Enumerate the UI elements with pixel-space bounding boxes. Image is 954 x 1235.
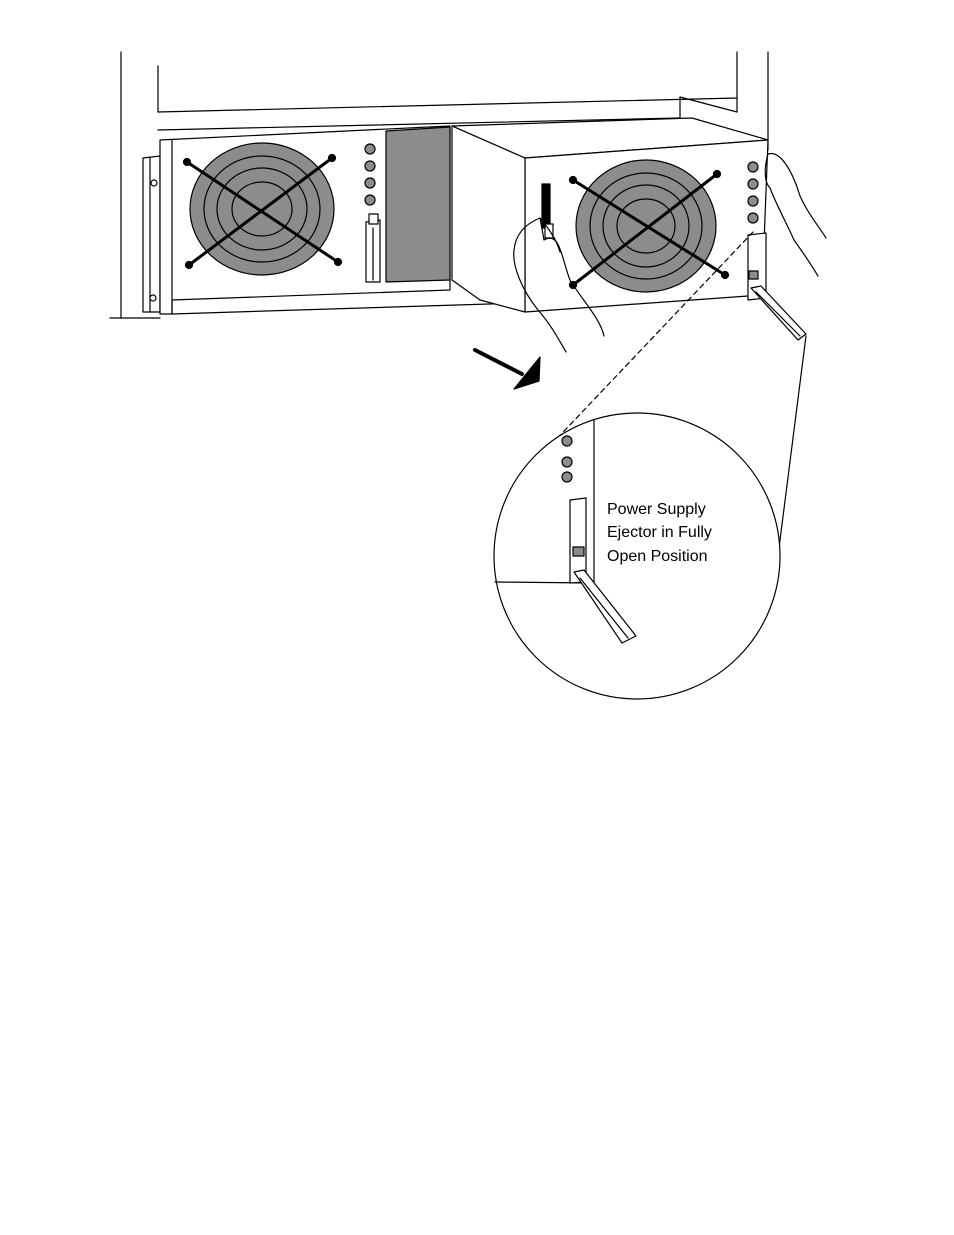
hand-icon xyxy=(765,153,826,276)
detail-magnifier: Power Supply Ejector in Fully Open Posit… xyxy=(494,413,780,699)
ejector-handle-closed-icon xyxy=(366,214,380,282)
callout-line-2: Ejector in Fully xyxy=(607,524,712,541)
callout-label: Power Supply Ejector in Fully Open Posit… xyxy=(607,501,716,565)
callout-line-3: Open Position xyxy=(607,548,708,565)
callout-line-1: Power Supply xyxy=(607,501,706,518)
removed-power-supply xyxy=(452,118,806,340)
empty-slot xyxy=(386,127,450,282)
arrow-icon xyxy=(475,350,540,389)
ejector-handle-open-icon xyxy=(748,233,806,340)
status-led-icon xyxy=(562,436,572,482)
